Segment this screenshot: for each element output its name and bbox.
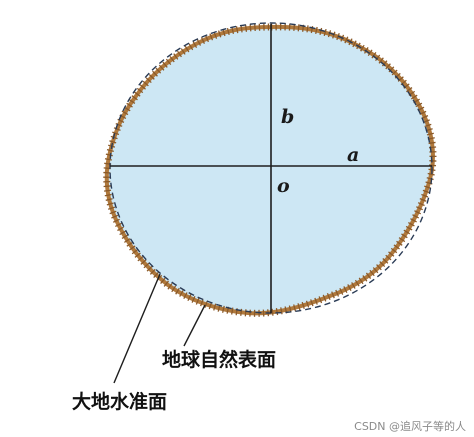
semi-minor-label: b (281, 106, 294, 128)
natural-surface-label: 地球自然表面 (162, 348, 276, 371)
natural-surface-leader (183, 304, 206, 347)
geoid-label: 大地水准面 (72, 390, 167, 413)
center-label: o (277, 175, 290, 197)
geoid-leader (113, 273, 161, 384)
watermark-text: CSDN @追风子等的人 (354, 419, 466, 433)
semi-major-label: a (347, 144, 359, 166)
earth-natural-surface (104, 24, 435, 316)
